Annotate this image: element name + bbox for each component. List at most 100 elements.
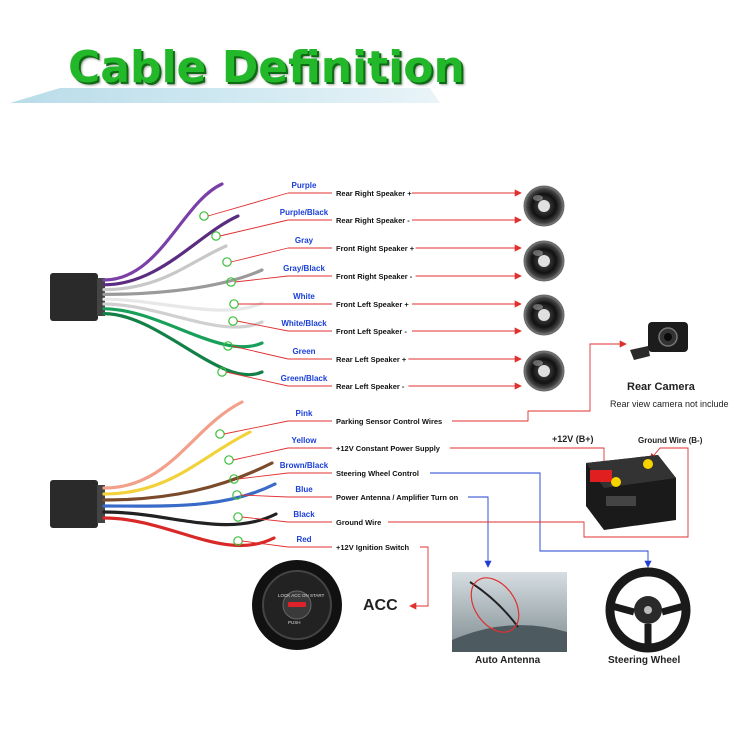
wire-bottom-3: [102, 482, 277, 508]
battery-label-red: [590, 470, 612, 482]
top-connector-lip: [97, 278, 105, 316]
leader-top-3: [234, 275, 289, 283]
arrow-steering: [430, 472, 652, 568]
wire-top-6: [102, 307, 264, 349]
leader-top-6: [231, 345, 289, 360]
wire-color-label-top-0: Purple: [291, 181, 317, 190]
wire-function-label-bottom-3: Power Antenna / Amplifier Turn on: [336, 493, 459, 502]
auto-antenna-rod: [469, 581, 519, 628]
wire-top-2: [102, 244, 228, 292]
leader-bottom-5: [241, 540, 289, 548]
top-connector-body: [50, 273, 98, 321]
wire-bottom-2: [102, 461, 274, 502]
wire-top-7: [102, 312, 264, 377]
steering-wheel-spokes: [611, 602, 685, 645]
wire-bottom-1: [102, 430, 252, 496]
wire-function-label-top-4: Front Left Speaker +: [336, 300, 409, 309]
battery-sticker: [606, 496, 636, 506]
speaker-highlight-2: [533, 250, 543, 256]
wire-function-label-top-0: Rear Right Speaker +: [336, 189, 412, 198]
wire-color-label-bottom-2: Brown/Black: [279, 461, 329, 470]
battery-ground-label: Ground Wire (B-): [638, 436, 703, 445]
wire-bottom-4: [102, 510, 278, 527]
wire-top-3: [102, 268, 264, 296]
wire-function-label-bottom-4: Ground Wire: [336, 518, 382, 527]
wire-color-label-top-5: White/Black: [281, 319, 327, 328]
leader-top-1: [219, 219, 289, 237]
wire-marker-bottom-1: [224, 455, 234, 465]
arrow-pink-camera: [452, 340, 627, 422]
wire-color-label-bottom-5: Red: [296, 535, 312, 544]
auto-antenna-highlight: [470, 577, 520, 633]
battery-plus-terminal: [611, 477, 621, 487]
wire-top-5: [102, 302, 264, 329]
leader-top-5: [236, 320, 289, 332]
wire-color-label-top-3: Gray/Black: [283, 264, 325, 273]
leader-bottom-3: [240, 494, 289, 498]
wire-function-label-bottom-5: +12V Ignition Switch: [336, 543, 410, 552]
wire-color-label-top-7: Green/Black: [280, 374, 328, 383]
wire-top-1: [102, 214, 240, 287]
rear-camera-label: Rear Camera: [627, 381, 695, 393]
acc-key-text: LOCK ACC ON START: [278, 593, 325, 598]
page-title: Cable Definition: [68, 42, 465, 93]
arrow-ground: [388, 447, 689, 538]
wire-color-label-bottom-4: Black: [293, 510, 315, 519]
wire-function-label-top-3: Front Right Speaker -: [336, 272, 413, 281]
speaker-highlight-1: [533, 195, 543, 201]
wire-function-label-top-6: Rear Left Speaker +: [336, 355, 407, 364]
wire-marker-top-4: [229, 299, 239, 309]
steering-wheel-logo: [644, 606, 652, 614]
leader-bottom-4: [241, 516, 289, 523]
rear-camera-mount: [630, 346, 650, 360]
wire-function-label-top-2: Front Right Speaker +: [336, 244, 415, 253]
wire-marker-top-0: [199, 211, 209, 221]
wire-color-label-top-1: Purple/Black: [279, 208, 329, 217]
leader-bottom-2: [237, 472, 289, 480]
wire-bottom-0: [102, 400, 244, 490]
speaker-dome-2: [538, 255, 550, 267]
steering-wheel: [605, 567, 691, 653]
speaker-dome-1: [538, 200, 550, 212]
wire-function-label-top-1: Rear Right Speaker -: [336, 216, 410, 225]
leader-top-2: [230, 247, 289, 263]
wire-function-label-bottom-2: Steering Wheel Control: [336, 469, 419, 478]
auto-antenna-roof: [452, 625, 567, 652]
wire-function-label-bottom-1: +12V Constant Power Supply: [336, 444, 440, 453]
arrow-yellow-battery: [450, 447, 608, 469]
speaker-highlight-3: [533, 304, 543, 310]
battery-plus-label: +12V (B+): [552, 434, 594, 444]
auto-antenna-label: Auto Antenna: [475, 655, 541, 666]
speaker-dome-4: [538, 365, 550, 377]
bottom-connector-body: [50, 480, 98, 528]
wire-marker-bottom-0: [215, 429, 225, 439]
acc-label: ACC: [363, 597, 398, 614]
wire-marker-bottom-4: [233, 512, 243, 522]
battery-minus-terminal: [643, 459, 653, 469]
wire-color-label-top-4: White: [293, 292, 315, 301]
wire-color-label-top-6: Green: [292, 347, 316, 356]
wire-top-4: [102, 297, 264, 312]
wire-color-label-top-2: Gray: [294, 236, 314, 245]
leader-bottom-1: [232, 447, 289, 461]
wire-color-label-bottom-0: Pink: [295, 409, 313, 418]
steering-wheel-label: Steering Wheel: [608, 655, 681, 666]
wire-marker-top-2: [222, 257, 232, 267]
acc-key-slot: [288, 602, 306, 607]
leader-top-7: [225, 371, 289, 387]
leader-bottom-0: [223, 420, 289, 435]
wire-function-label-top-7: Rear Left Speaker -: [336, 382, 405, 391]
wire-marker-top-5: [228, 316, 238, 326]
wire-function-label-top-5: Front Left Speaker -: [336, 327, 407, 336]
rear-camera-note: Rear view camera not include: [610, 399, 729, 409]
speaker-dome-3: [538, 309, 550, 321]
bottom-connector-lip: [97, 485, 105, 523]
wire-bottom-5: [102, 516, 276, 548]
wire-color-label-bottom-3: Blue: [295, 485, 313, 494]
wire-marker-top-1: [211, 231, 221, 241]
title-banner: [10, 88, 440, 103]
acc-push-text: PUSH: [288, 620, 301, 625]
wire-function-label-bottom-0: Parking Sensor Control Wires: [336, 417, 443, 426]
